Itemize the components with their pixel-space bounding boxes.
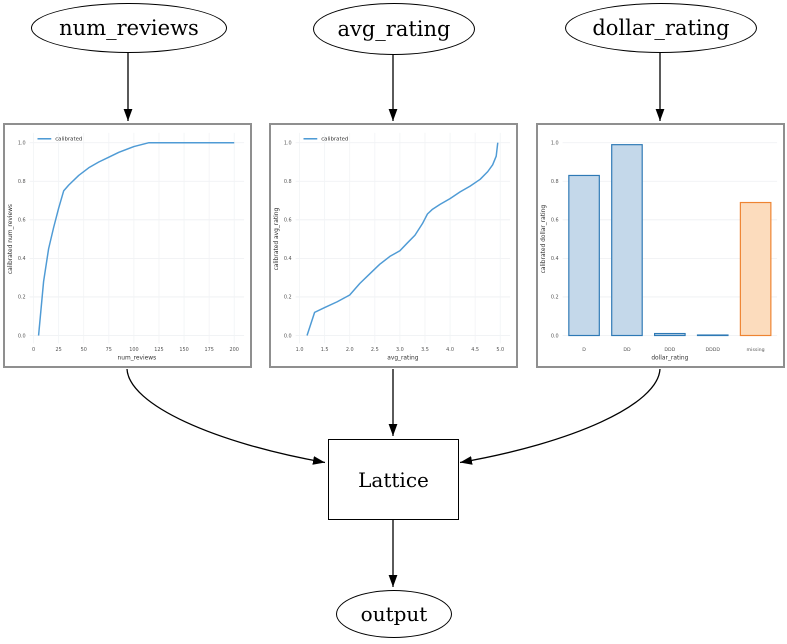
calibration-curve: [306, 142, 499, 336]
svg-text:DD: DD: [623, 347, 631, 353]
x-grid-and-ticks: 0 25 50 75 100 125 150 175 200: [32, 132, 239, 353]
svg-text:0.0: 0.0: [18, 333, 26, 339]
svg-text:0.4: 0.4: [551, 256, 559, 262]
svg-text:0.2: 0.2: [18, 295, 26, 301]
svg-text:25: 25: [56, 347, 62, 353]
bar-DDD: [654, 332, 686, 337]
svg-text:0.4: 0.4: [18, 256, 26, 262]
svg-text:0: 0: [32, 347, 35, 353]
svg-text:1.0: 1.0: [284, 140, 292, 146]
y-grid-and-ticks: 0.0 0.2 0.4 0.6 0.8 1.0: [18, 140, 245, 339]
x-grid-and-ticks: 1.0 1.5 2.0 2.5 3.0 3.5 4.0 4.5 5.0: [296, 132, 504, 353]
y-axis-label: calibrated num_reviews: [8, 204, 14, 274]
node-avg-rating-label: avg_rating: [337, 17, 451, 41]
svg-text:4.5: 4.5: [471, 347, 479, 353]
svg-text:0.0: 0.0: [551, 333, 559, 339]
x-axis-label: avg_rating: [387, 356, 418, 362]
svg-text:50: 50: [81, 347, 87, 353]
svg-text:0.2: 0.2: [284, 295, 292, 301]
calibration-curve: [37, 141, 235, 336]
node-output-label: output: [360, 602, 428, 626]
svg-text:missing: missing: [747, 347, 765, 353]
svg-text:100: 100: [129, 347, 138, 353]
svg-text:DDD: DDD: [664, 347, 675, 353]
node-num-reviews: num_reviews: [31, 3, 227, 53]
svg-text:2.5: 2.5: [371, 347, 379, 353]
bar-DD: [611, 144, 643, 337]
node-lattice-label: Lattice: [358, 467, 429, 492]
edge-chart3-to-lattice: [459, 368, 661, 465]
svg-text:75: 75: [106, 347, 112, 353]
svg-text:0.4: 0.4: [284, 256, 292, 262]
calibration-chart-num-reviews: 0.0 0.2 0.4 0.6 0.8 1.0 0 25 50 75 100 125 150 175 200…: [3, 123, 252, 368]
bar-missing: [739, 201, 772, 337]
svg-text:3.0: 3.0: [396, 347, 404, 353]
svg-text:4.0: 4.0: [446, 347, 454, 353]
node-lattice: Lattice: [328, 439, 459, 520]
svg-text:0.6: 0.6: [18, 218, 26, 224]
svg-text:2.0: 2.0: [346, 347, 354, 353]
svg-text:125: 125: [154, 347, 163, 353]
svg-text:0.6: 0.6: [551, 218, 559, 224]
node-dollar-rating: dollar_rating: [565, 3, 757, 53]
y-grid-and-ticks: 0.0 0.2 0.4 0.6 0.8 1.0: [284, 140, 511, 339]
node-dollar-rating-label: dollar_rating: [592, 16, 730, 40]
svg-text:150: 150: [179, 347, 188, 353]
svg-text:200: 200: [230, 347, 239, 353]
svg-text:175: 175: [204, 347, 213, 353]
svg-text:0.0: 0.0: [284, 333, 292, 339]
svg-text:0.6: 0.6: [284, 218, 292, 224]
y-axis-label: calibrated avg_rating: [274, 208, 280, 271]
svg-text:3.5: 3.5: [421, 347, 429, 353]
svg-text:0.8: 0.8: [18, 179, 26, 185]
svg-text:0.8: 0.8: [551, 179, 559, 185]
y-axis-label: calibrated dollar_rating: [541, 205, 547, 274]
node-avg-rating: avg_rating: [313, 3, 475, 55]
svg-text:calibrated: calibrated: [55, 137, 82, 143]
calibration-chart-avg-rating: 0.0 0.2 0.4 0.6 0.8 1.0 1.0 1.5 2.0 2.5 3.0 3.5 4.0 4…: [269, 123, 518, 368]
svg-text:DDDD: DDDD: [705, 347, 720, 353]
node-output: output: [336, 590, 452, 638]
svg-text:1.0: 1.0: [18, 140, 26, 146]
edge-chart1-to-lattice: [126, 368, 326, 465]
svg-text:1.5: 1.5: [321, 347, 329, 353]
svg-text:5.0: 5.0: [496, 347, 504, 353]
avg-rating-calibration-plot: 0.0 0.2 0.4 0.6 0.8 1.0 1.0 1.5 2.0 2.5 3.0 3.5 4.0 4…: [274, 132, 511, 362]
svg-text:1.0: 1.0: [551, 140, 559, 146]
x-axis-label: num_reviews: [117, 356, 156, 362]
svg-text:1.0: 1.0: [296, 347, 304, 353]
x-axis-label: dollar_rating: [651, 356, 688, 362]
num-reviews-calibration-plot: 0.0 0.2 0.4 0.6 0.8 1.0 0 25 50 75 100 125 150 175 200…: [8, 132, 245, 362]
svg-text:0.8: 0.8: [284, 179, 292, 185]
svg-text:calibrated: calibrated: [321, 137, 348, 143]
legend: calibrated: [303, 137, 348, 143]
svg-text:D: D: [582, 347, 586, 353]
bar-D: [568, 174, 600, 337]
node-num-reviews-label: num_reviews: [59, 16, 199, 40]
legend: calibrated: [37, 137, 82, 143]
svg-text:0.2: 0.2: [551, 295, 559, 301]
